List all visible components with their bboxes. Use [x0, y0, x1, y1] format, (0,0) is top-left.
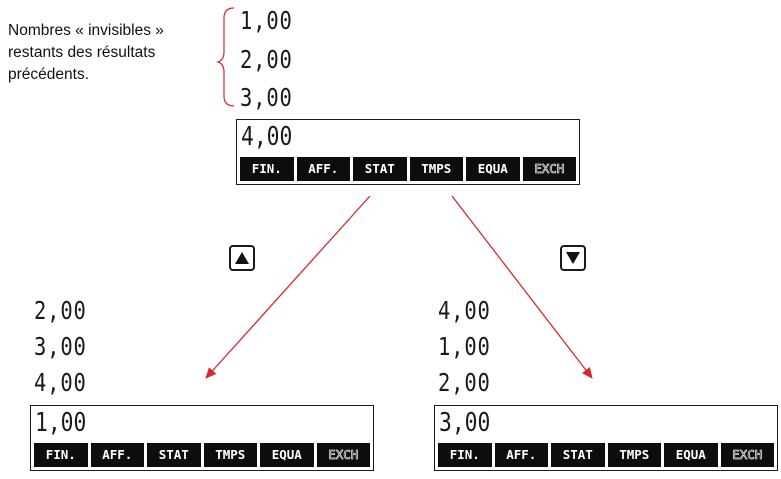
menu-key-tmps[interactable]: TMPS [409, 157, 463, 181]
right-stack-level-2: 2,00 [438, 368, 491, 397]
up-arrow-key[interactable] [229, 245, 255, 271]
menu-key-equa[interactable]: EQUA [466, 157, 520, 181]
caption-line: précédents. [8, 66, 89, 83]
left-menu-bar: FIN. AFF. STAT TMPS EQUA EXCH [34, 443, 370, 467]
right-menu-bar: FIN. AFF. STAT TMPS EQUA EXCH [438, 443, 774, 467]
caption: Nombres « invisibles » restants des résu… [8, 20, 208, 86]
menu-key-aff[interactable]: AFF. [90, 443, 144, 467]
top-display-value: 4,00 [241, 122, 293, 152]
left-stack-level-3: 3,00 [34, 332, 87, 361]
menu-key-stat[interactable]: STAT [551, 443, 605, 467]
menu-key-exch[interactable]: EXCH [522, 157, 576, 181]
up-arrow-icon [235, 252, 249, 264]
left-display-value: 1,00 [35, 408, 87, 438]
menu-key-exch[interactable]: EXCH [316, 443, 370, 467]
left-calculator-screen: 1,00 FIN. AFF. STAT TMPS EQUA EXCH [30, 405, 374, 471]
right-display-value: 3,00 [439, 408, 491, 438]
down-arrow-key[interactable] [560, 245, 586, 271]
top-stack-level-3: 2,00 [240, 45, 293, 74]
right-stack-level-4: 4,00 [438, 296, 491, 325]
menu-key-fin[interactable]: FIN. [438, 443, 492, 467]
menu-key-tmps[interactable]: TMPS [203, 443, 257, 467]
top-stack-level-4: 1,00 [240, 6, 293, 35]
menu-key-exch[interactable]: EXCH [720, 443, 774, 467]
caption-line: restants des résultats [8, 44, 156, 61]
menu-key-equa[interactable]: EQUA [664, 443, 718, 467]
top-stack-level-2: 3,00 [240, 83, 293, 112]
left-stack-level-4: 2,00 [34, 296, 87, 325]
down-arrow-icon [566, 252, 580, 264]
menu-key-tmps[interactable]: TMPS [607, 443, 661, 467]
caption-line: Nombres « invisibles » [8, 22, 164, 39]
menu-key-stat[interactable]: STAT [353, 157, 407, 181]
menu-key-fin[interactable]: FIN. [240, 157, 294, 181]
menu-key-fin[interactable]: FIN. [34, 443, 88, 467]
right-stack-level-3: 1,00 [438, 332, 491, 361]
menu-key-aff[interactable]: AFF. [494, 443, 548, 467]
menu-key-equa[interactable]: EQUA [260, 443, 314, 467]
menu-key-stat[interactable]: STAT [147, 443, 201, 467]
menu-key-aff[interactable]: AFF. [296, 157, 350, 181]
brace-shape [216, 7, 235, 107]
top-menu-bar: FIN. AFF. STAT TMPS EQUA EXCH [240, 157, 576, 181]
top-calculator-screen: 4,00 FIN. AFF. STAT TMPS EQUA EXCH [236, 119, 580, 185]
right-calculator-screen: 3,00 FIN. AFF. STAT TMPS EQUA EXCH [434, 405, 778, 471]
arrow-to-right [451, 195, 593, 379]
left-stack-level-2: 4,00 [34, 368, 87, 397]
arrow-to-left [205, 195, 371, 379]
